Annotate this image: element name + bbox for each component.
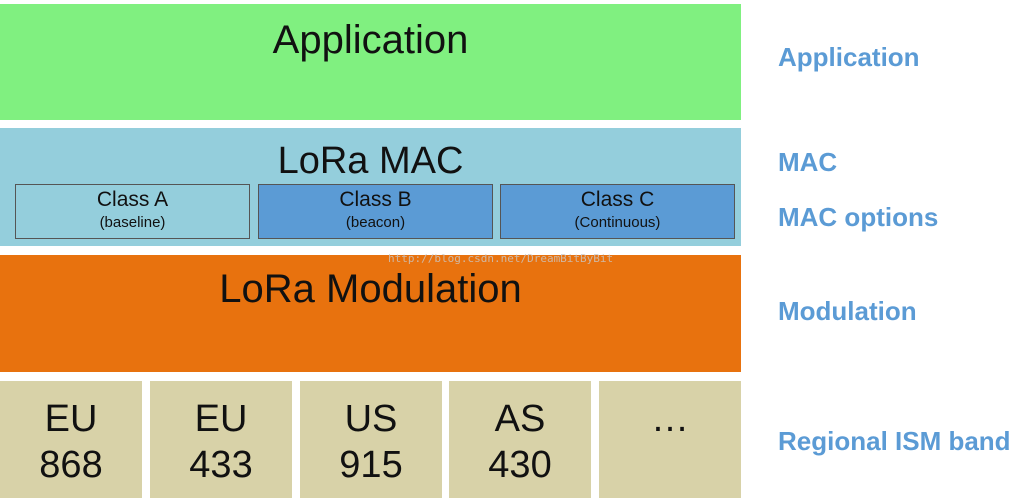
lora-mac-layer: LoRa MAC Class A (baseline) Class B (bea… — [0, 128, 741, 246]
band-label-line1: AS — [494, 398, 546, 440]
mac-class-b-name: Class B — [339, 188, 412, 211]
lora-modulation-layer: LoRa Modulation — [0, 255, 741, 372]
mac-class-b: Class B (beacon) — [258, 184, 493, 239]
mac-class-c-name: Class C — [580, 188, 655, 211]
lora-modulation-layer-title: LoRa Modulation — [219, 267, 522, 311]
mac-class-b-sub: (beacon) — [345, 214, 406, 231]
band-label-line1: EU — [194, 398, 248, 440]
mac-class-a: Class A (baseline) — [15, 184, 250, 239]
band-us-915: US 915 — [300, 381, 442, 498]
band-label-line1: US — [344, 398, 398, 440]
band-label-line1: EU — [44, 398, 98, 440]
application-layer-title: Application — [272, 18, 469, 62]
side-label-mac-options: MAC options — [778, 202, 939, 232]
side-label-modulation: Modulation — [778, 296, 917, 326]
band-label-line1: … — [651, 398, 689, 440]
watermark-text: http://blog.csdn.net/DreamBitByBit — [388, 252, 614, 265]
side-label-application: Application — [778, 42, 920, 72]
side-label-mac: MAC — [778, 147, 838, 177]
band-label-line2: 433 — [189, 444, 253, 486]
mac-class-c: Class C (Continuous) — [500, 184, 735, 239]
band-eu-868: EU 868 — [0, 381, 142, 498]
band-as-430: AS 430 — [449, 381, 591, 498]
side-label-regional-ism-band: Regional ISM band — [778, 426, 1011, 456]
band-more: … — [599, 381, 741, 498]
mac-class-c-sub: (Continuous) — [574, 214, 661, 231]
application-layer: Application — [0, 4, 741, 120]
band-label-line2: 915 — [339, 444, 403, 486]
band-label-line2: 430 — [488, 444, 552, 486]
band-eu-433: EU 433 — [150, 381, 292, 498]
lora-mac-layer-title: LoRa MAC — [277, 140, 464, 182]
mac-class-a-name: Class A — [96, 188, 169, 211]
band-label-line2: 868 — [39, 444, 103, 486]
mac-class-a-sub: (baseline) — [99, 214, 166, 231]
